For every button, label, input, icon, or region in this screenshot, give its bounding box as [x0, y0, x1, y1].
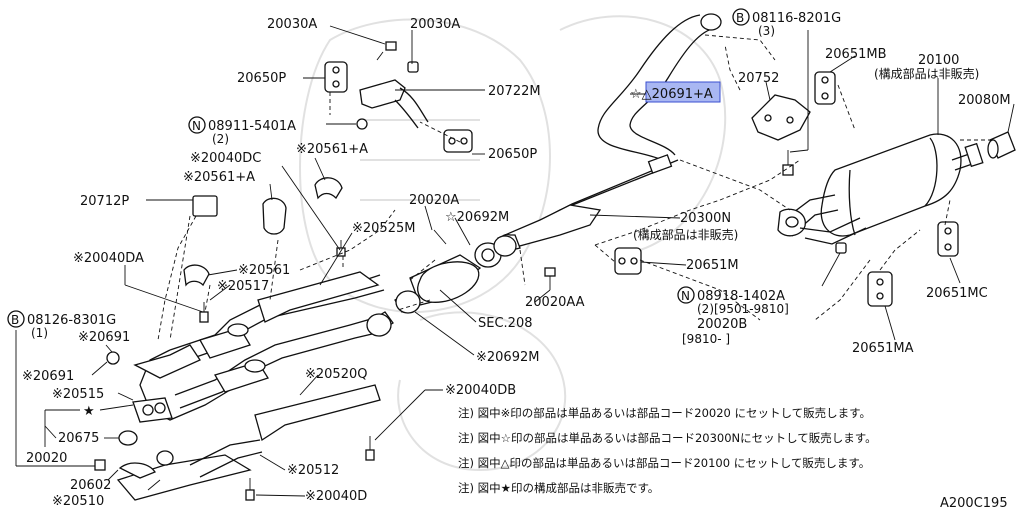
- marker-n-08918-letter: N: [681, 289, 690, 303]
- label-20602: 20602: [70, 478, 111, 493]
- label-20080m: 20080M: [958, 93, 1011, 108]
- diagram-code: A200C195: [940, 496, 1008, 510]
- label-20650p-top: 20650P: [237, 71, 286, 86]
- label-20020a: 20020A: [409, 193, 459, 208]
- catalyst-section: [409, 235, 517, 306]
- label-20651ma: 20651MA: [852, 341, 914, 356]
- label-20520q: ※20520Q: [305, 367, 367, 382]
- label-20691a: ☆△20691+A: [630, 87, 713, 102]
- label-20020aa: 20020AA: [525, 295, 585, 310]
- label-08126: 08126-8301G: [27, 313, 116, 328]
- rubber-mounts: [324, 61, 959, 307]
- label-20040da: ※20040DA: [73, 251, 144, 266]
- marker-n-08911-letter: N: [192, 119, 201, 133]
- note-4: 注) 図中★印の構成部品は非販売です。: [458, 481, 659, 495]
- marker-b-08116-letter: B: [736, 11, 744, 25]
- note-3: 注) 図中△印の部品は単品あるいは部品コード20100 にセットして販売します。: [458, 456, 870, 470]
- label-20512: ※20512: [287, 463, 339, 478]
- marker-star: ★: [83, 404, 95, 419]
- watermark: [299, 15, 727, 472]
- label-08911: 08911-5401A: [208, 119, 296, 134]
- label-20561a-left: ※20561+A: [183, 170, 255, 185]
- label-08918-qty: (2)[9501-9810]: [697, 302, 789, 316]
- label-20712p: 20712P: [80, 194, 129, 209]
- lower-pipe: [118, 439, 263, 479]
- clamps: [106, 177, 343, 446]
- tail-tip-20080m: [987, 131, 1016, 159]
- marker-b-08116: B: [732, 8, 750, 26]
- notes: 注) 図中※印の部品は単品あるいは部品コード20020 にセットして販売します。…: [458, 406, 877, 495]
- guide-lines: [157, 34, 990, 341]
- marker-b-08126: B: [7, 310, 25, 328]
- label-20752: 20752: [738, 71, 779, 86]
- highlight-20691a[interactable]: [645, 81, 721, 103]
- bracket-20752: [751, 94, 811, 176]
- heat-insulators: [116, 271, 381, 501]
- label-20100: 20100: [918, 53, 959, 68]
- label-20692m-bottom: ※20692M: [476, 350, 539, 365]
- label-20040d: ※20040D: [305, 489, 367, 504]
- note-1: 注) 図中※印の部品は単品あるいは部品コード20020 にセットして販売します。: [458, 406, 871, 420]
- label-08116: 08116-8201G: [752, 11, 841, 26]
- label-08126-qty: (1): [31, 326, 48, 340]
- label-20517: ※20517: [217, 279, 269, 294]
- label-20515: ※20515: [52, 387, 104, 402]
- label-20722m: 20722M: [488, 84, 541, 99]
- leader-lines: [15, 25, 1015, 497]
- marker-n-08911: N: [188, 116, 206, 134]
- part-labels: 20030A 20030A 20650P 20722M N 08911-5401…: [7, 8, 1011, 509]
- hanger-20722m: [359, 79, 429, 129]
- label-20300n-note: (構成部品は非販売): [633, 227, 738, 242]
- label-20030a-left: 20030A: [267, 17, 317, 32]
- label-08116-qty: (3): [758, 24, 775, 38]
- label-20510: ※20510: [52, 494, 104, 509]
- label-20691-a: ※20691: [78, 330, 130, 345]
- label-20300n: 20300N: [680, 211, 731, 226]
- label-20692m-top: ☆20692M: [445, 210, 509, 225]
- label-20651mc: 20651MC: [926, 286, 988, 301]
- label-20020b: 20020B: [697, 317, 747, 332]
- label-20020b-qty: [9810- ]: [682, 332, 730, 346]
- label-20675: 20675: [58, 431, 99, 446]
- label-20040db: ※20040DB: [445, 383, 516, 398]
- label-20040dc: ※20040DC: [190, 151, 261, 166]
- label-20100-note: (構成部品は非販売): [874, 66, 979, 81]
- marker-n-08918: N: [677, 286, 695, 304]
- label-08911-qty: (2): [212, 132, 229, 146]
- label-08918: 08918-1402A: [697, 289, 785, 304]
- label-20561: ※20561: [238, 263, 290, 278]
- label-20650p-bottom: 20650P: [488, 147, 537, 162]
- marker-b-08126-letter: B: [11, 313, 19, 327]
- label-20651mb: 20651MB: [825, 47, 887, 62]
- label-sec208[interactable]: SEC.208: [478, 316, 533, 331]
- label-20020: 20020: [26, 451, 67, 466]
- label-20651m: 20651M: [686, 258, 739, 273]
- note-2: 注) 図中☆印の部品は単品あるいは部品コード20300Nにセットして販売します。: [458, 431, 877, 445]
- label-20691-b: ※20691: [22, 369, 74, 384]
- label-20561a-right: ※20561+A: [296, 142, 368, 157]
- label-20525m: ※20525M: [352, 221, 415, 236]
- muffler-20100: [777, 133, 984, 245]
- bolts-nuts: [94, 41, 847, 501]
- label-20030a-right: 20030A: [410, 17, 460, 32]
